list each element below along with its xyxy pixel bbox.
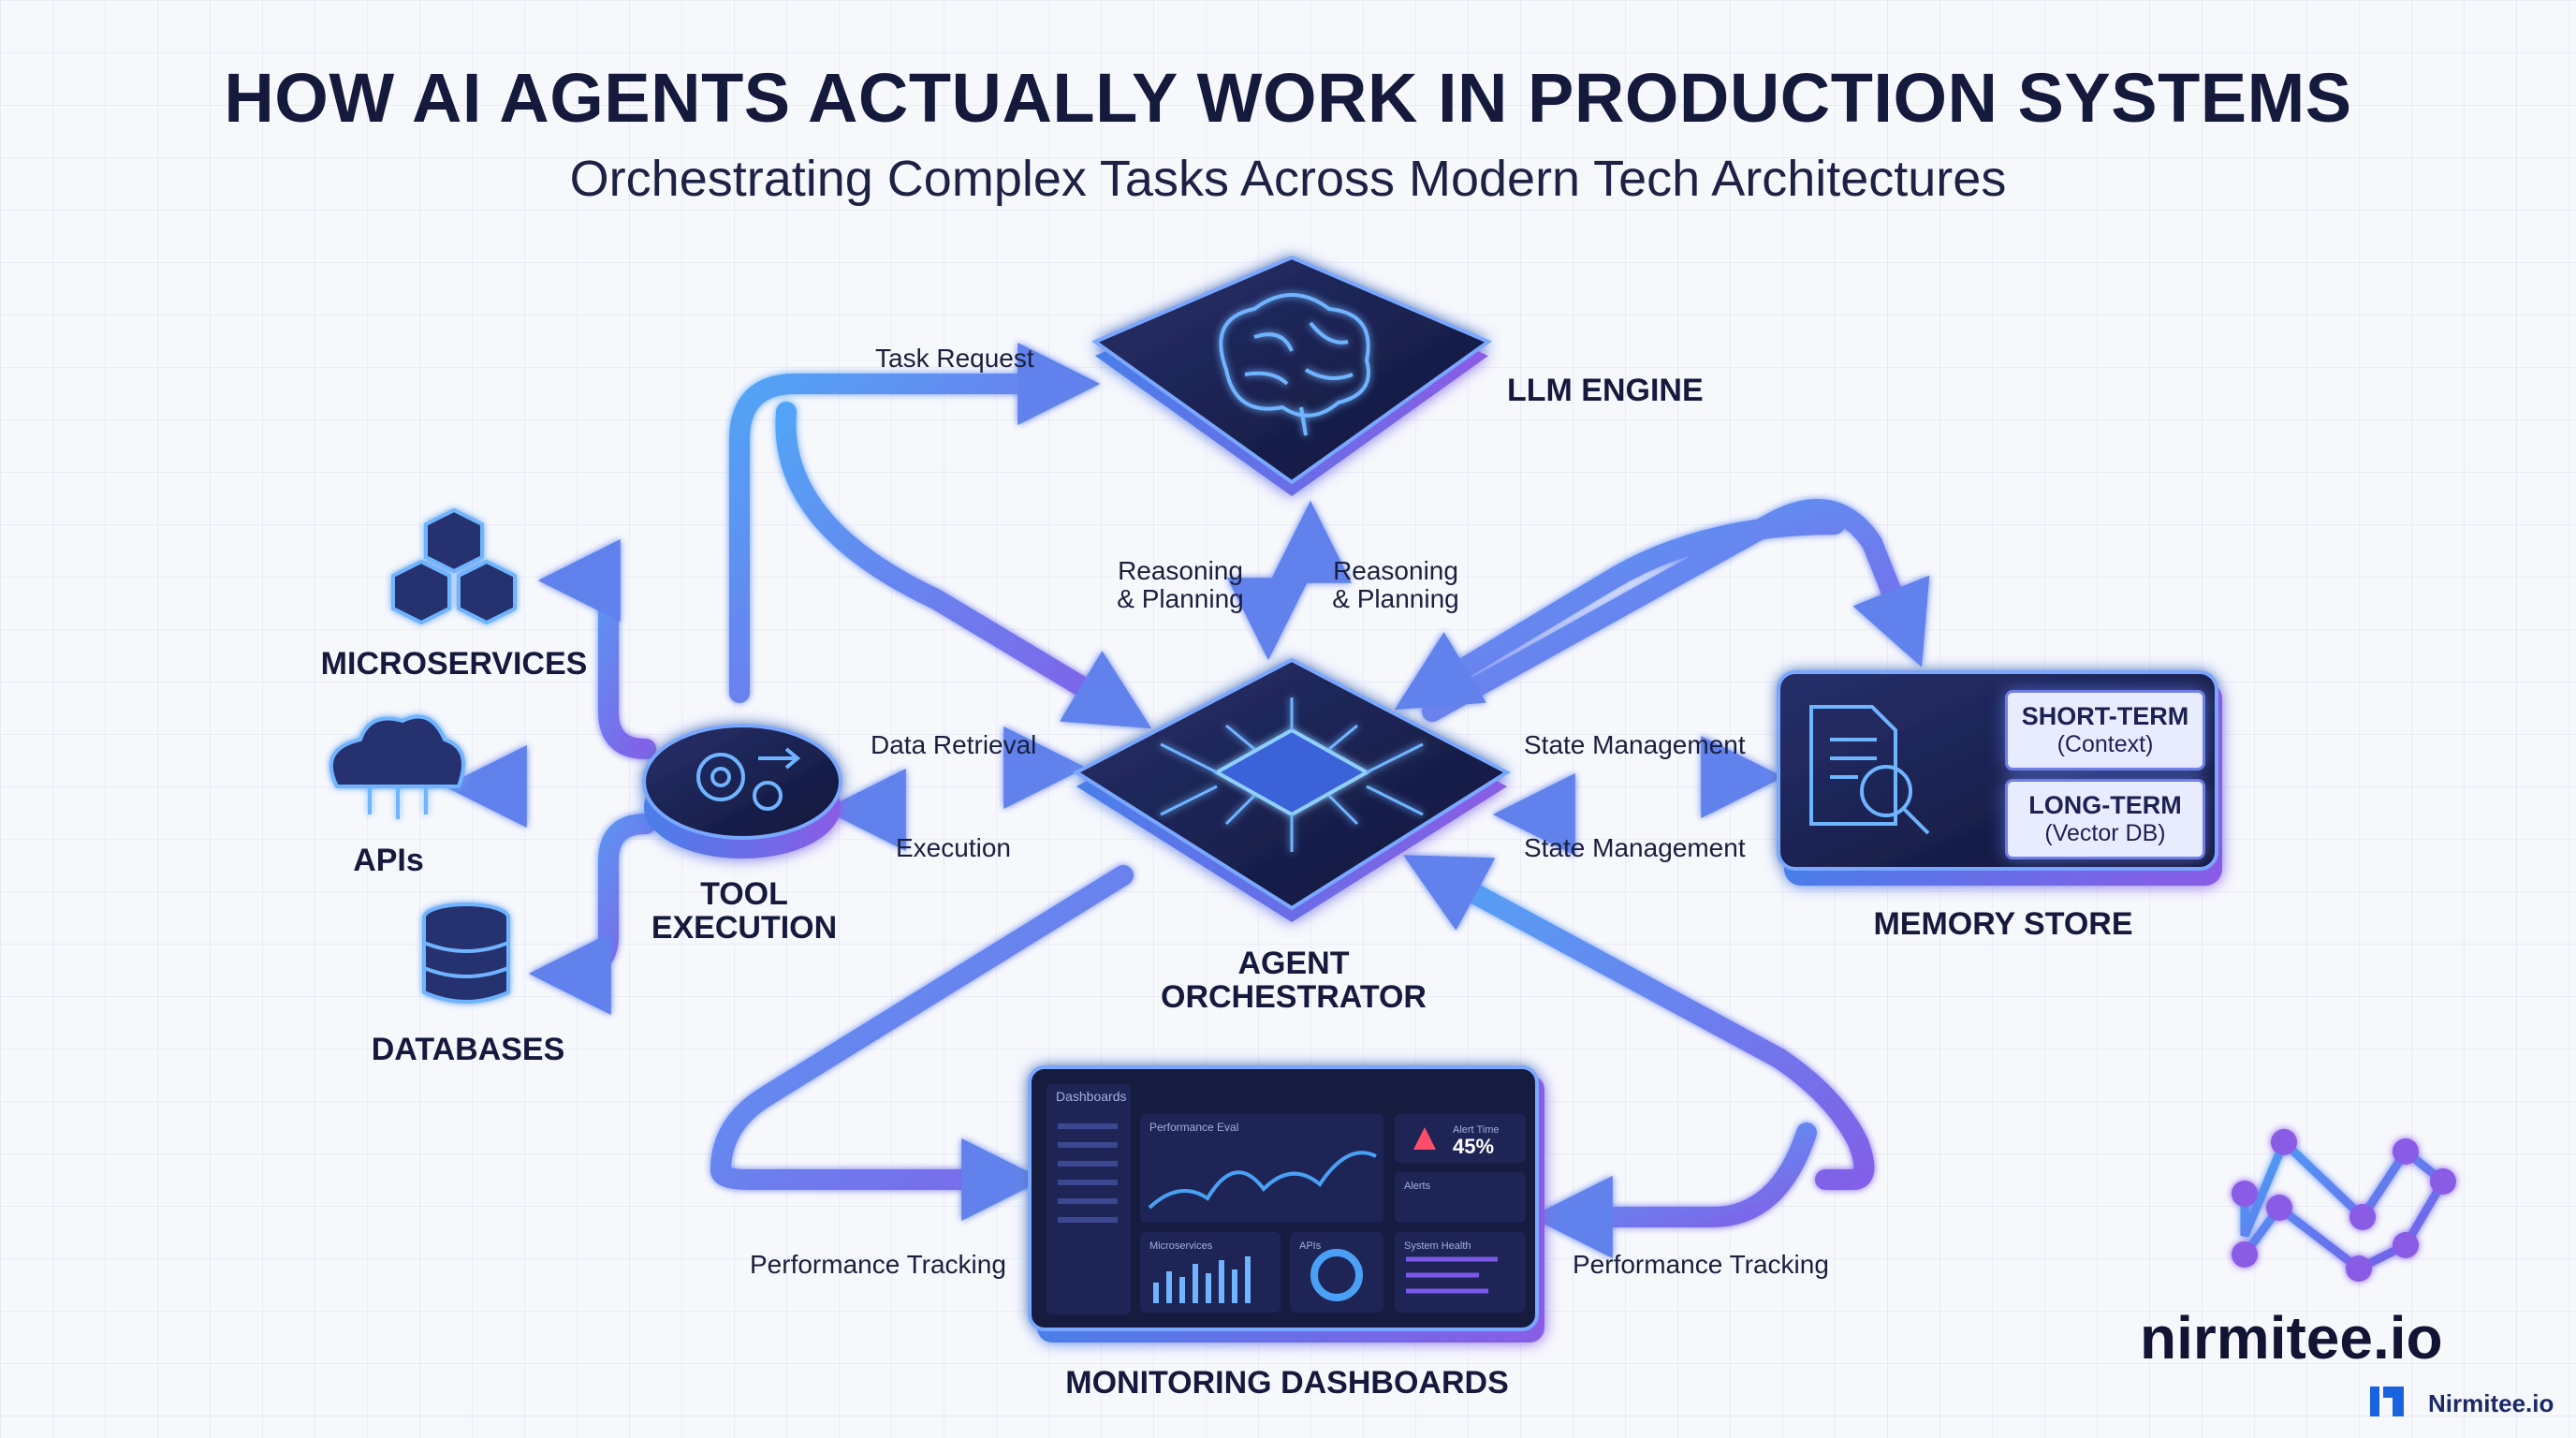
long-term-subtitle: (Vector DB) (2044, 820, 2166, 846)
short-term-subtitle: (Context) (2056, 731, 2154, 757)
document-search-icon (1809, 705, 1930, 835)
dashboard-mock (1046, 1084, 1526, 1314)
dashboard-app-title: Dashboards (1056, 1089, 1127, 1104)
memory-store-label: MEMORY STORE (1873, 906, 2133, 942)
monitoring-dashboards-label: MONITORING DASHBOARDS (1065, 1365, 1509, 1401)
execution-label: Execution (896, 833, 1011, 862)
orchestrator-label-line1: AGENT (1237, 946, 1350, 981)
reasoning-left-line2: & Planning (1117, 584, 1244, 613)
tool-execution-label-line1: TOOL (700, 876, 788, 912)
database-icon (422, 902, 510, 1004)
dashboard-microservices-title: Microservices (1149, 1240, 1213, 1252)
short-term-title: SHORT-TERM (2021, 702, 2189, 730)
task-request-label: Task Request (875, 344, 1034, 373)
pipe-memory-return (1394, 514, 1845, 711)
tool-execution-node (642, 724, 842, 858)
brand-name: nirmitee.io (2140, 1304, 2443, 1372)
cloud-api-icon (329, 714, 465, 819)
long-term-memory-tag: LONG-TERM (Vector DB) (2005, 779, 2205, 859)
pipe-task-request (729, 343, 1101, 703)
llm-engine-node (1090, 255, 1493, 496)
page-subtitle: Orchestrating Complex Tasks Across Moder… (569, 151, 2007, 207)
pipe-task-to-orchestrator (775, 402, 1152, 729)
brand-network-logo (2232, 1129, 2456, 1282)
microservices-cubes-icon (391, 507, 517, 625)
brand-small-name: Nirmitee.io (2428, 1389, 2554, 1417)
pipe-performance-right (1403, 855, 1875, 1190)
dashboard-alert-title: Alert Time (1453, 1124, 1500, 1136)
brain-icon (1219, 293, 1370, 436)
reasoning-right-line1: Reasoning (1333, 556, 1458, 585)
long-term-title: LONG-TERM (2028, 791, 2182, 819)
pipe-databases (528, 814, 656, 1015)
page-title: HOW AI AGENTS ACTUALLY WORK IN PRODUCTIO… (224, 59, 2352, 137)
dashboard-apis-title: APIs (1299, 1240, 1322, 1252)
state-management-top-label: State Management (1524, 730, 1746, 759)
performance-tracking-right-label: Performance Tracking (1573, 1250, 1829, 1279)
chip-icon (1160, 697, 1424, 852)
state-management-bottom-label: State Management (1524, 833, 1746, 862)
dashboard-alerts-title: Alerts (1404, 1181, 1431, 1192)
short-term-memory-tag: SHORT-TERM (Context) (2005, 690, 2205, 770)
data-retrieval-label: Data Retrieval (871, 730, 1037, 759)
performance-tracking-left-label: Performance Tracking (750, 1250, 1006, 1279)
pipe-performance-left (710, 865, 1134, 1221)
orchestrator-label-line2: ORCHESTRATOR (1161, 979, 1427, 1015)
pipe-performance-right-in (1530, 1123, 1817, 1258)
dashboard-alert-value: 45% (1453, 1135, 1494, 1158)
brand-mark-icon (2370, 1387, 2404, 1416)
reasoning-left-line1: Reasoning (1118, 556, 1243, 585)
microservices-label: MICROSERVICES (320, 646, 588, 682)
dashboard-system-health-title: System Health (1404, 1240, 1471, 1252)
tool-execution-label-line2: EXECUTION (651, 910, 838, 946)
pipe-microservices (537, 539, 656, 759)
databases-label: DATABASES (371, 1032, 565, 1067)
reasoning-right-line2: & Planning (1332, 584, 1459, 613)
llm-engine-label: LLM ENGINE (1507, 373, 1704, 408)
apis-label: APIs (353, 843, 424, 878)
gear-icon (696, 747, 801, 811)
dashboard-performance-title: Performance Eval (1149, 1121, 1238, 1134)
